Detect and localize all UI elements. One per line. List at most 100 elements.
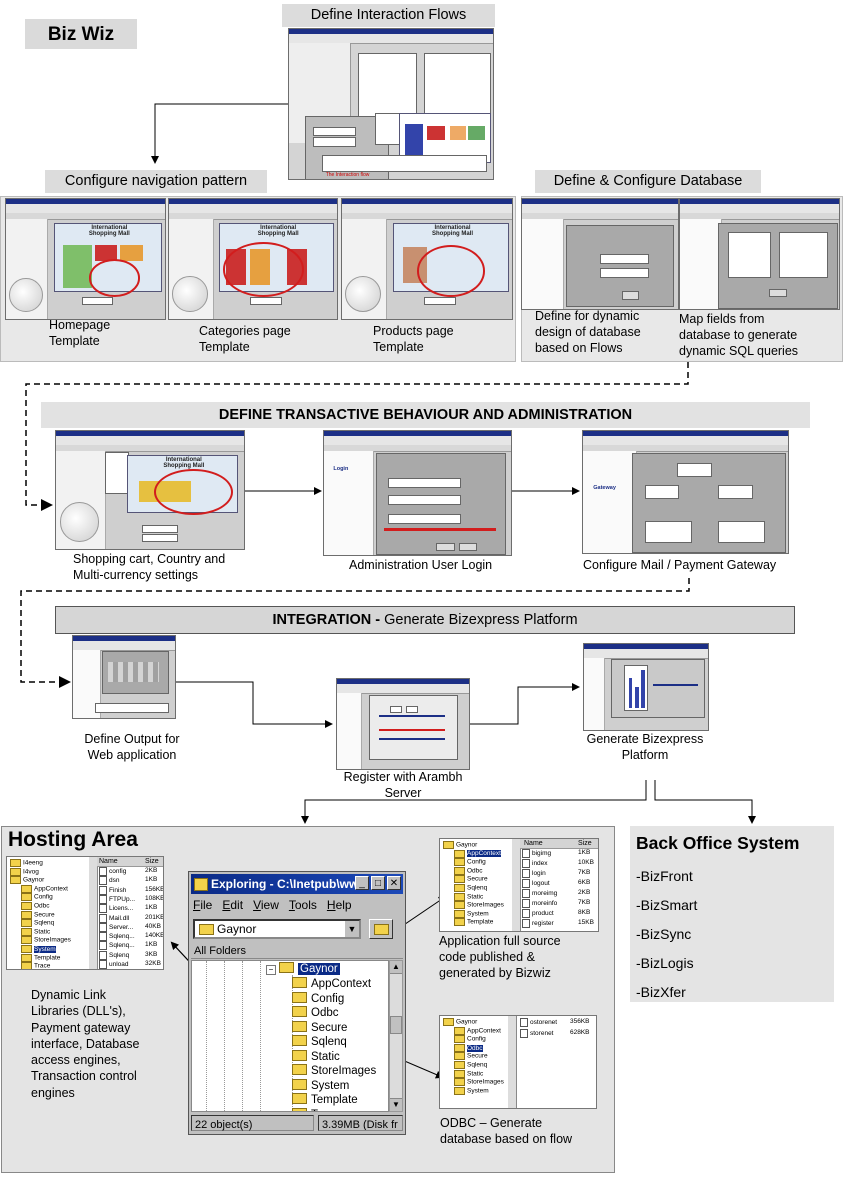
folder-icon bbox=[454, 918, 465, 927]
chevron-down-icon[interactable]: ▼ bbox=[345, 921, 359, 937]
tree-root-gaynor[interactable]: −Gaynor bbox=[266, 962, 340, 976]
tree-item[interactable]: Trace bbox=[21, 962, 50, 969]
tree-folder-item[interactable]: Template bbox=[292, 1093, 358, 1107]
tree-item-label: StoreImages bbox=[467, 901, 504, 909]
file-row[interactable]: Sqlenq...1KB bbox=[99, 941, 163, 951]
tree-item[interactable]: AppContext bbox=[21, 884, 68, 894]
tree-item[interactable]: StoreImages bbox=[454, 901, 504, 910]
tree-item[interactable]: Static bbox=[454, 892, 483, 902]
tree-scrollbar[interactable]: ▲ ▼ bbox=[389, 960, 403, 1112]
tree-item[interactable]: Odbc bbox=[454, 866, 483, 876]
tree-folder-item[interactable]: Sqlenq bbox=[292, 1035, 347, 1049]
tree-folder-item[interactable]: System bbox=[292, 1078, 350, 1093]
tree-item[interactable]: Static bbox=[21, 927, 50, 937]
close-button[interactable]: ✕ bbox=[387, 876, 401, 890]
folder-icon bbox=[292, 1064, 307, 1076]
caption-odbc: ODBC – Generate database based on flow bbox=[440, 1116, 573, 1146]
tree-item[interactable]: AppContext bbox=[454, 849, 501, 859]
tree-item[interactable]: Odbc bbox=[454, 1043, 483, 1053]
minimize-button[interactable]: _ bbox=[355, 876, 369, 890]
tree-item[interactable]: AppContext bbox=[454, 1026, 501, 1036]
file-name: FTPUp... bbox=[109, 896, 136, 904]
tree-item[interactable]: Secure bbox=[454, 875, 488, 884]
file-row[interactable]: Sqlenq...140KB bbox=[99, 932, 163, 942]
tree-item[interactable]: StoreImages bbox=[454, 1078, 504, 1087]
folder-icon bbox=[10, 867, 21, 876]
tree-folder-item[interactable]: Secure bbox=[292, 1020, 347, 1035]
tree-item[interactable]: Gaynor bbox=[10, 876, 44, 885]
tree-item[interactable]: I4eeng bbox=[10, 859, 43, 868]
tree-item[interactable]: System bbox=[454, 1086, 489, 1096]
tree-item-label: AppContext bbox=[34, 885, 68, 893]
back-office-item: -BizSync bbox=[636, 926, 692, 942]
tree-folder-item[interactable]: AppContext bbox=[292, 977, 371, 991]
tree-item-label: I4vog bbox=[23, 868, 39, 876]
tree-item[interactable]: Static bbox=[454, 1069, 483, 1079]
file-row[interactable]: Licens...1KB bbox=[99, 904, 163, 914]
file-icon bbox=[520, 1029, 528, 1038]
tree-item[interactable]: Sqlenq bbox=[454, 1061, 487, 1070]
file-icon bbox=[522, 859, 530, 868]
tree-item[interactable]: Sqlenq bbox=[21, 919, 54, 928]
tree-item[interactable]: Config bbox=[454, 858, 486, 867]
tree-item[interactable]: Gaynor bbox=[443, 841, 477, 850]
tree-item[interactable]: Template bbox=[21, 953, 60, 963]
folder-combo[interactable]: Gaynor ▼ bbox=[193, 919, 361, 939]
file-size: 7KB bbox=[578, 899, 591, 906]
tree-item[interactable]: I4vog bbox=[10, 867, 39, 877]
tree-folder-item[interactable]: Config bbox=[292, 991, 344, 1006]
menu-help[interactable]: Help bbox=[326, 898, 352, 912]
tree-item[interactable]: StoreImages bbox=[21, 936, 71, 945]
tree-item[interactable]: Gaynor bbox=[443, 1018, 477, 1027]
tree-item[interactable]: System bbox=[21, 945, 56, 954]
file-row[interactable]: Server...40KB bbox=[99, 922, 163, 932]
file-icon bbox=[99, 904, 107, 914]
up-folder-button[interactable] bbox=[369, 919, 393, 939]
folder-icon bbox=[454, 892, 465, 901]
file-row[interactable]: FTPUp...108KB bbox=[99, 894, 163, 904]
menu-edit[interactable]: Edit bbox=[222, 898, 244, 912]
menu-tools[interactable]: Tools bbox=[288, 898, 317, 912]
tree-item[interactable]: Config bbox=[21, 893, 53, 902]
tree-item[interactable]: Secure bbox=[454, 1052, 488, 1061]
folder-icon bbox=[292, 1078, 307, 1090]
menu-view[interactable]: View bbox=[253, 898, 279, 912]
tree-item[interactable]: Odbc bbox=[21, 902, 50, 911]
tree-folder-item[interactable]: Trace bbox=[292, 1107, 340, 1111]
explorer-window[interactable]: Exploring - C:\Inetpub\ww... _ □ ✕ File E… bbox=[188, 871, 406, 1135]
tree-folder-label: System bbox=[311, 1079, 350, 1092]
file-size: 8KB bbox=[578, 909, 591, 916]
tree-item[interactable]: Template bbox=[454, 918, 493, 927]
tree-item[interactable]: Sqlenq bbox=[454, 884, 487, 893]
tree-item[interactable]: Config bbox=[454, 1035, 486, 1044]
menu-file[interactable]: File bbox=[193, 898, 213, 912]
folder-icon bbox=[279, 962, 294, 974]
tree-item[interactable]: Secure bbox=[21, 910, 55, 920]
tree-folder-item[interactable]: StoreImages bbox=[292, 1064, 376, 1078]
file-size: 40KB bbox=[145, 922, 161, 930]
tree-folder-item[interactable]: Odbc bbox=[292, 1006, 339, 1020]
explorer-titlebar[interactable]: Exploring - C:\Inetpub\ww... bbox=[191, 874, 403, 894]
tree-item[interactable]: System bbox=[454, 909, 489, 919]
tree-folder-item[interactable]: Static bbox=[292, 1049, 340, 1064]
maximize-button[interactable]: □ bbox=[371, 876, 385, 890]
